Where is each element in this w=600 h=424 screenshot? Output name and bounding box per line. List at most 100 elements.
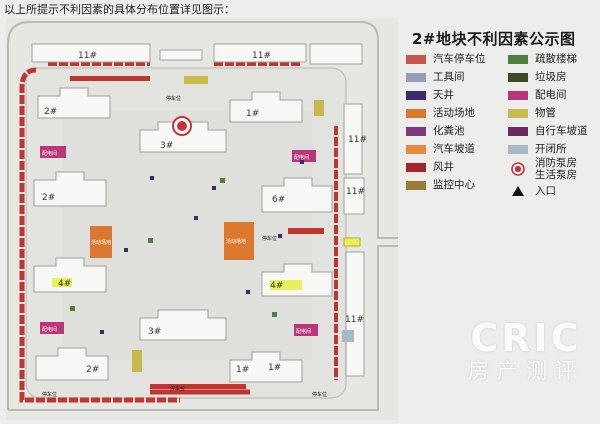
legend-item-switch-station: 开闭所: [508, 142, 567, 156]
legend-swatch: [508, 108, 528, 118]
legend-title: 2#地块不利因素公示图: [412, 30, 576, 48]
label-power-room-3: 配电间: [294, 154, 309, 161]
building-11-n2: [213, 43, 307, 63]
legend-item-monitor: 监控中心: [406, 178, 475, 192]
building-11-e1: [343, 103, 363, 175]
tower-se: [229, 351, 303, 383]
label-power-room-4: 配电间: [296, 328, 311, 335]
garage-ramp-pad: [132, 350, 142, 372]
label-building-3-b: 3#: [148, 327, 161, 337]
legend-item-bike-ramp: 自行车坡道: [508, 124, 588, 138]
legend-item-air-shaft: 风井: [406, 160, 454, 174]
label-building-11-e1: 11#: [348, 135, 367, 145]
label-building-2-b: 2#: [42, 193, 55, 203]
label-parking-4: 停车位: [312, 391, 327, 398]
legend-item-garbage: 垃圾房: [508, 70, 567, 84]
legend-swatch: [406, 180, 426, 190]
label-parking-3: 停车位: [170, 385, 185, 392]
switch-station-pad: [342, 330, 354, 342]
legend-swatch: [406, 108, 426, 118]
tower-center-n: [139, 121, 227, 153]
fire-pump-room-icon: [508, 162, 528, 176]
legend-swatch: [406, 162, 426, 172]
legend-swatch: [406, 72, 426, 82]
watermark-subtitle: 房产测评: [468, 359, 584, 383]
legend-swatch: [508, 144, 528, 154]
label-building-11-n2: 11#: [252, 51, 271, 61]
power-room-e1: [292, 150, 316, 162]
label-building-1-b: 1#: [268, 363, 281, 373]
label-building-4-a: 4#: [270, 281, 283, 291]
label-building-4-b: 4#: [58, 279, 71, 289]
outer-road-line: [7, 21, 398, 239]
east-entrance-gate: [343, 237, 361, 247]
stair-markers: [70, 178, 277, 317]
legend-swatch: [508, 72, 528, 82]
legend-item-stairs: 疏散楼梯: [508, 52, 577, 66]
legend-item-car-ramp: 汽车坡道: [406, 142, 475, 156]
page-caption: 以上所提示不利因素的具体分布位置详见图示：: [4, 3, 235, 16]
label-building-11-n1: 11#: [78, 51, 97, 61]
shaft-markers: [100, 160, 304, 334]
parking-east-inner: [288, 228, 324, 234]
legend-item-courtyard: 天井: [406, 88, 454, 102]
legend-item-activity: 活动场地: [406, 106, 475, 120]
legend-swatch: [406, 54, 426, 64]
tower-nw: [37, 87, 111, 119]
legend-item-property-mgmt: 物管: [508, 106, 556, 120]
label-building-2-c: 2#: [86, 365, 99, 375]
label-building-1-a: 1#: [236, 365, 249, 375]
parking-south-inner: [150, 384, 246, 389]
legend: 汽车停车位 工具间 天井 活动场地 化粪池 汽车坡道 风井 监控中心 疏散楼梯 …: [406, 52, 596, 202]
label-parking-1: 停车位: [166, 95, 181, 102]
building-11-e2: [343, 177, 365, 215]
legend-item-septic: 化粪池: [406, 124, 465, 138]
legend-swatch: [406, 90, 426, 100]
ne-ramp-pad: [314, 100, 324, 116]
label-building-2-a: 2#: [44, 107, 57, 117]
activity-area-west: [90, 226, 112, 258]
legend-swatch: [508, 90, 528, 100]
tower-sw: [35, 347, 109, 381]
building-11-n1: [31, 43, 151, 63]
legend-swatch: [406, 126, 426, 136]
property-mgmt-pad: [270, 280, 302, 290]
monitor-center-pad: [184, 76, 208, 84]
north-buildings: [31, 43, 307, 63]
tower-ne: [229, 91, 303, 123]
power-room-e2: [294, 324, 318, 336]
label-parking-2: 停车位: [262, 235, 277, 242]
watermark: CRIC 房产测评: [456, 318, 596, 384]
label-building-3-a: 3#: [160, 141, 173, 151]
power-room-w1: [40, 146, 66, 158]
legend-item-tool-room: 工具间: [406, 70, 465, 84]
legend-item-pump-room: 消防泵房 生活泵房: [508, 156, 577, 182]
tower-center-s: [139, 309, 227, 341]
legend-swatch: [406, 144, 426, 154]
tower-w2: [33, 171, 107, 207]
label-building-11-e2: 11#: [346, 187, 365, 197]
legend-swatch: [508, 54, 528, 64]
outer-road-south: [8, 245, 398, 411]
label-power-room-2: 配电间: [42, 326, 57, 333]
tower-e2: [261, 177, 333, 213]
label-activity-2: 活动场地: [226, 238, 246, 245]
parking-north-inner: [70, 76, 150, 81]
label-building-1-c: 1#: [246, 109, 259, 119]
label-activity-1: 活动场地: [91, 239, 111, 246]
label-parking-5: 停车位: [42, 391, 57, 398]
legend-item-power: 配电间: [508, 88, 567, 102]
label-building-11-e3: 11#: [345, 315, 364, 325]
power-room-w2: [40, 322, 64, 334]
legend-swatch: [508, 126, 528, 136]
legend-item-entrance: 入口: [508, 184, 556, 198]
activity-area-east: [224, 222, 254, 260]
perimeter-parking-west: [19, 67, 180, 403]
label-power-room-1: 配电间: [42, 150, 57, 157]
building-11-ne: [309, 43, 363, 65]
watermark-brand: CRIC: [470, 316, 582, 360]
property-mgmt-pad-w: [52, 278, 72, 287]
label-building-6: 6#: [272, 195, 285, 205]
annex-north: [159, 49, 203, 61]
